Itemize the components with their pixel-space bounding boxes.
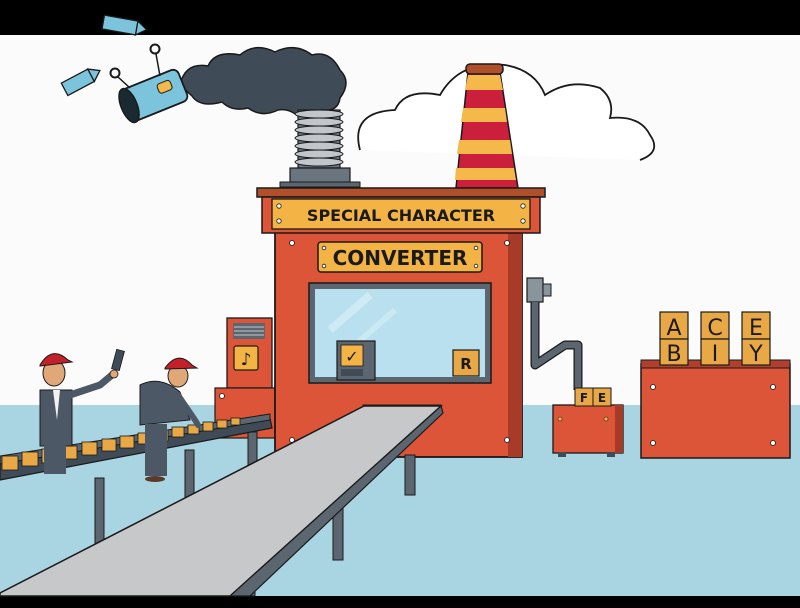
checkmark-icon: ✓	[345, 347, 358, 366]
svg-text:E: E	[749, 316, 763, 341]
spring-pipe	[279, 109, 361, 188]
letter-block-r: R	[452, 349, 480, 377]
letter-pedestal: A C E B I Y	[640, 311, 791, 459]
svg-text:Y: Y	[748, 342, 763, 367]
crayon-icon	[60, 68, 101, 97]
sign-special-character: SPECIAL CHARACTER	[307, 206, 495, 225]
svg-text:A: A	[666, 316, 681, 341]
small-output-cart: F E	[552, 387, 624, 457]
sign-top-plate	[271, 198, 531, 230]
smoke	[179, 46, 347, 121]
checkmark-monitor: ✓	[336, 340, 376, 381]
letter-block-a: A	[659, 311, 689, 341]
cannon	[118, 68, 189, 124]
worker-inspector	[39, 348, 125, 474]
letter-block: E	[592, 387, 612, 407]
svg-text:R: R	[460, 355, 472, 373]
factory-building: SPECIAL CHARACTER CONVERTER ✓ R	[256, 187, 546, 458]
sign-converter: CONVERTER	[333, 246, 468, 270]
svg-text:B: B	[666, 342, 681, 367]
worker-sorter	[139, 357, 201, 482]
svg-text:E: E	[598, 391, 606, 405]
music-note-icon: ♪	[241, 350, 252, 370]
svg-text:C: C	[707, 316, 722, 341]
letter-block-i: I	[700, 338, 730, 367]
svg-text:F: F	[580, 391, 588, 405]
side-pipe	[526, 277, 583, 390]
cannon-antenna-knob	[109, 67, 121, 79]
crayon-icon	[101, 14, 148, 36]
output-belt	[0, 404, 444, 597]
letter-block-c: C	[700, 311, 730, 341]
letter-block-y: Y	[741, 338, 771, 367]
cannon-antenna-knob	[149, 43, 161, 55]
svg-text:I: I	[712, 342, 719, 367]
sign-converter-plate	[317, 241, 483, 273]
letterbox-bottom	[0, 596, 800, 608]
letter-block-e: E	[741, 311, 771, 341]
letter-block: F	[574, 387, 594, 407]
letter-block-b: B	[659, 338, 689, 367]
